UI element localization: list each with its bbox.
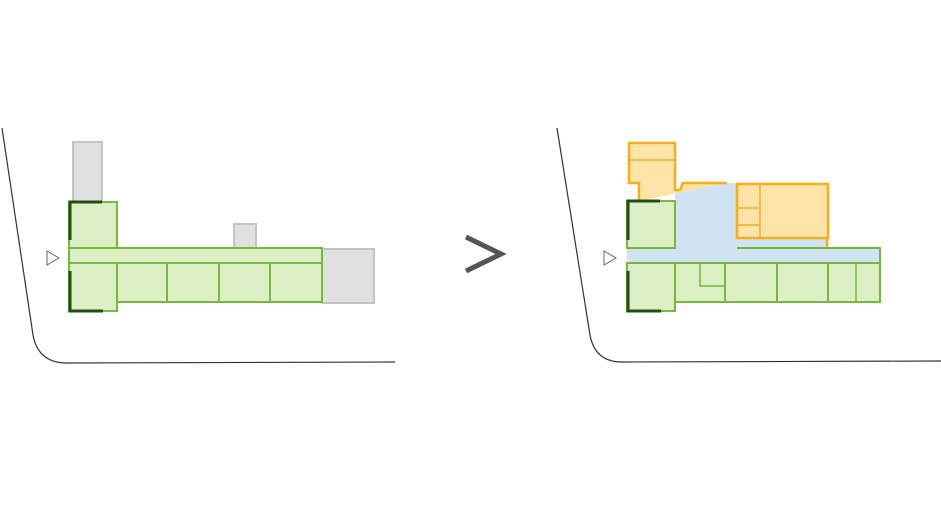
room [218,262,271,303]
dark-wall [626,199,660,240]
room [166,262,220,303]
entrance-marker-icon [46,250,60,266]
corridor-wall [737,247,881,263]
orange-block-right [735,182,830,240]
small-room [699,263,725,287]
before-plan [1,127,396,364]
site-boundary-before [1,127,396,364]
green-block-bottom [68,262,118,312]
green-block-bottom [626,262,676,312]
dark-wall [68,200,102,240]
after-plan [556,127,941,363]
blue-circulation-area [627,183,880,263]
room [116,262,168,303]
corridor [68,247,323,264]
green-block-top [68,201,118,249]
dark-wall [68,271,103,313]
dark-wall [626,271,661,313]
room [724,262,778,303]
room [269,262,323,303]
entrance-marker-icon [603,250,617,266]
site-boundary-after [556,127,941,363]
room [776,262,829,303]
room [827,262,881,303]
existing-grey-tower [72,141,103,203]
green-block-top [626,200,676,249]
existing-grey-annex [321,248,375,304]
transition-arrow-icon [464,234,507,274]
existing-grey-small [233,223,257,249]
orange-block-top [627,141,727,201]
